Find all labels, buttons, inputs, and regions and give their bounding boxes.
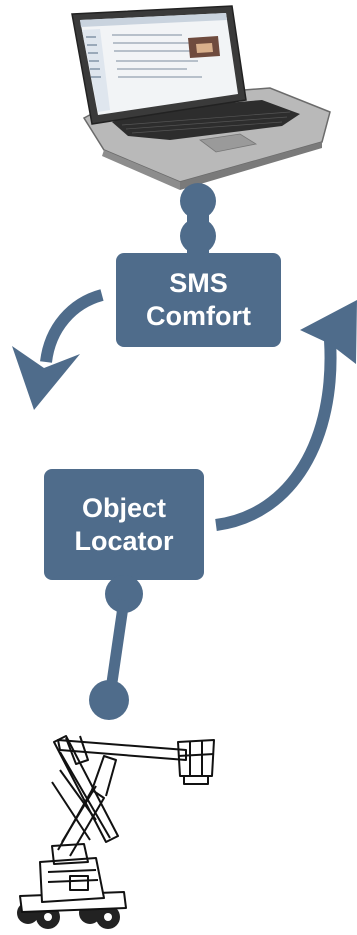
sms-comfort-label: SMS Comfort <box>116 253 281 347</box>
boom-lift-icon <box>17 735 215 929</box>
laptop-connector <box>180 183 216 256</box>
sms-comfort-box <box>116 253 281 347</box>
object-locator-box <box>44 469 204 580</box>
lift-connector <box>89 575 143 720</box>
object-locator-line1: Object <box>81 492 167 523</box>
object-locator-label: Object Locator <box>44 469 204 580</box>
down-curved-arrow <box>12 289 104 410</box>
laptop-icon <box>71 5 331 190</box>
object-locator-line2: Locator <box>74 525 174 556</box>
sms-comfort-line2: Comfort <box>146 301 251 331</box>
sms-comfort-line1: SMS <box>169 268 228 298</box>
up-curved-arrow <box>215 300 357 531</box>
